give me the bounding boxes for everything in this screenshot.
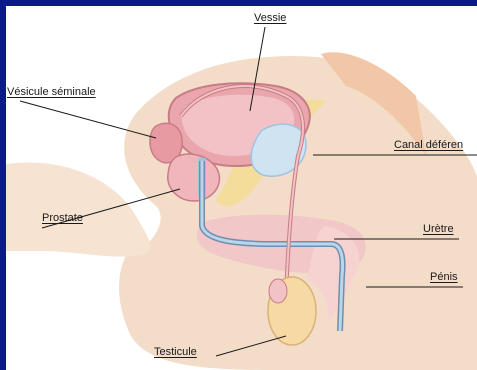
label-penis: Pénis xyxy=(430,271,458,283)
epididymis xyxy=(269,279,287,303)
label-canal-deferent: Canal déféren xyxy=(394,139,463,151)
label-prostate: Prostate xyxy=(42,212,83,224)
label-vesicule-seminale: Vésicule séminale xyxy=(7,86,96,98)
label-vessie: Vessie xyxy=(254,12,286,24)
label-testicule: Testicule xyxy=(154,346,197,358)
label-uretre: Urètre xyxy=(423,223,454,235)
abdomen-fold xyxy=(6,163,150,257)
anatomy-illustration xyxy=(6,6,477,370)
diagram-panel: Vessie Vésicule séminale Canal déféren P… xyxy=(6,6,477,370)
